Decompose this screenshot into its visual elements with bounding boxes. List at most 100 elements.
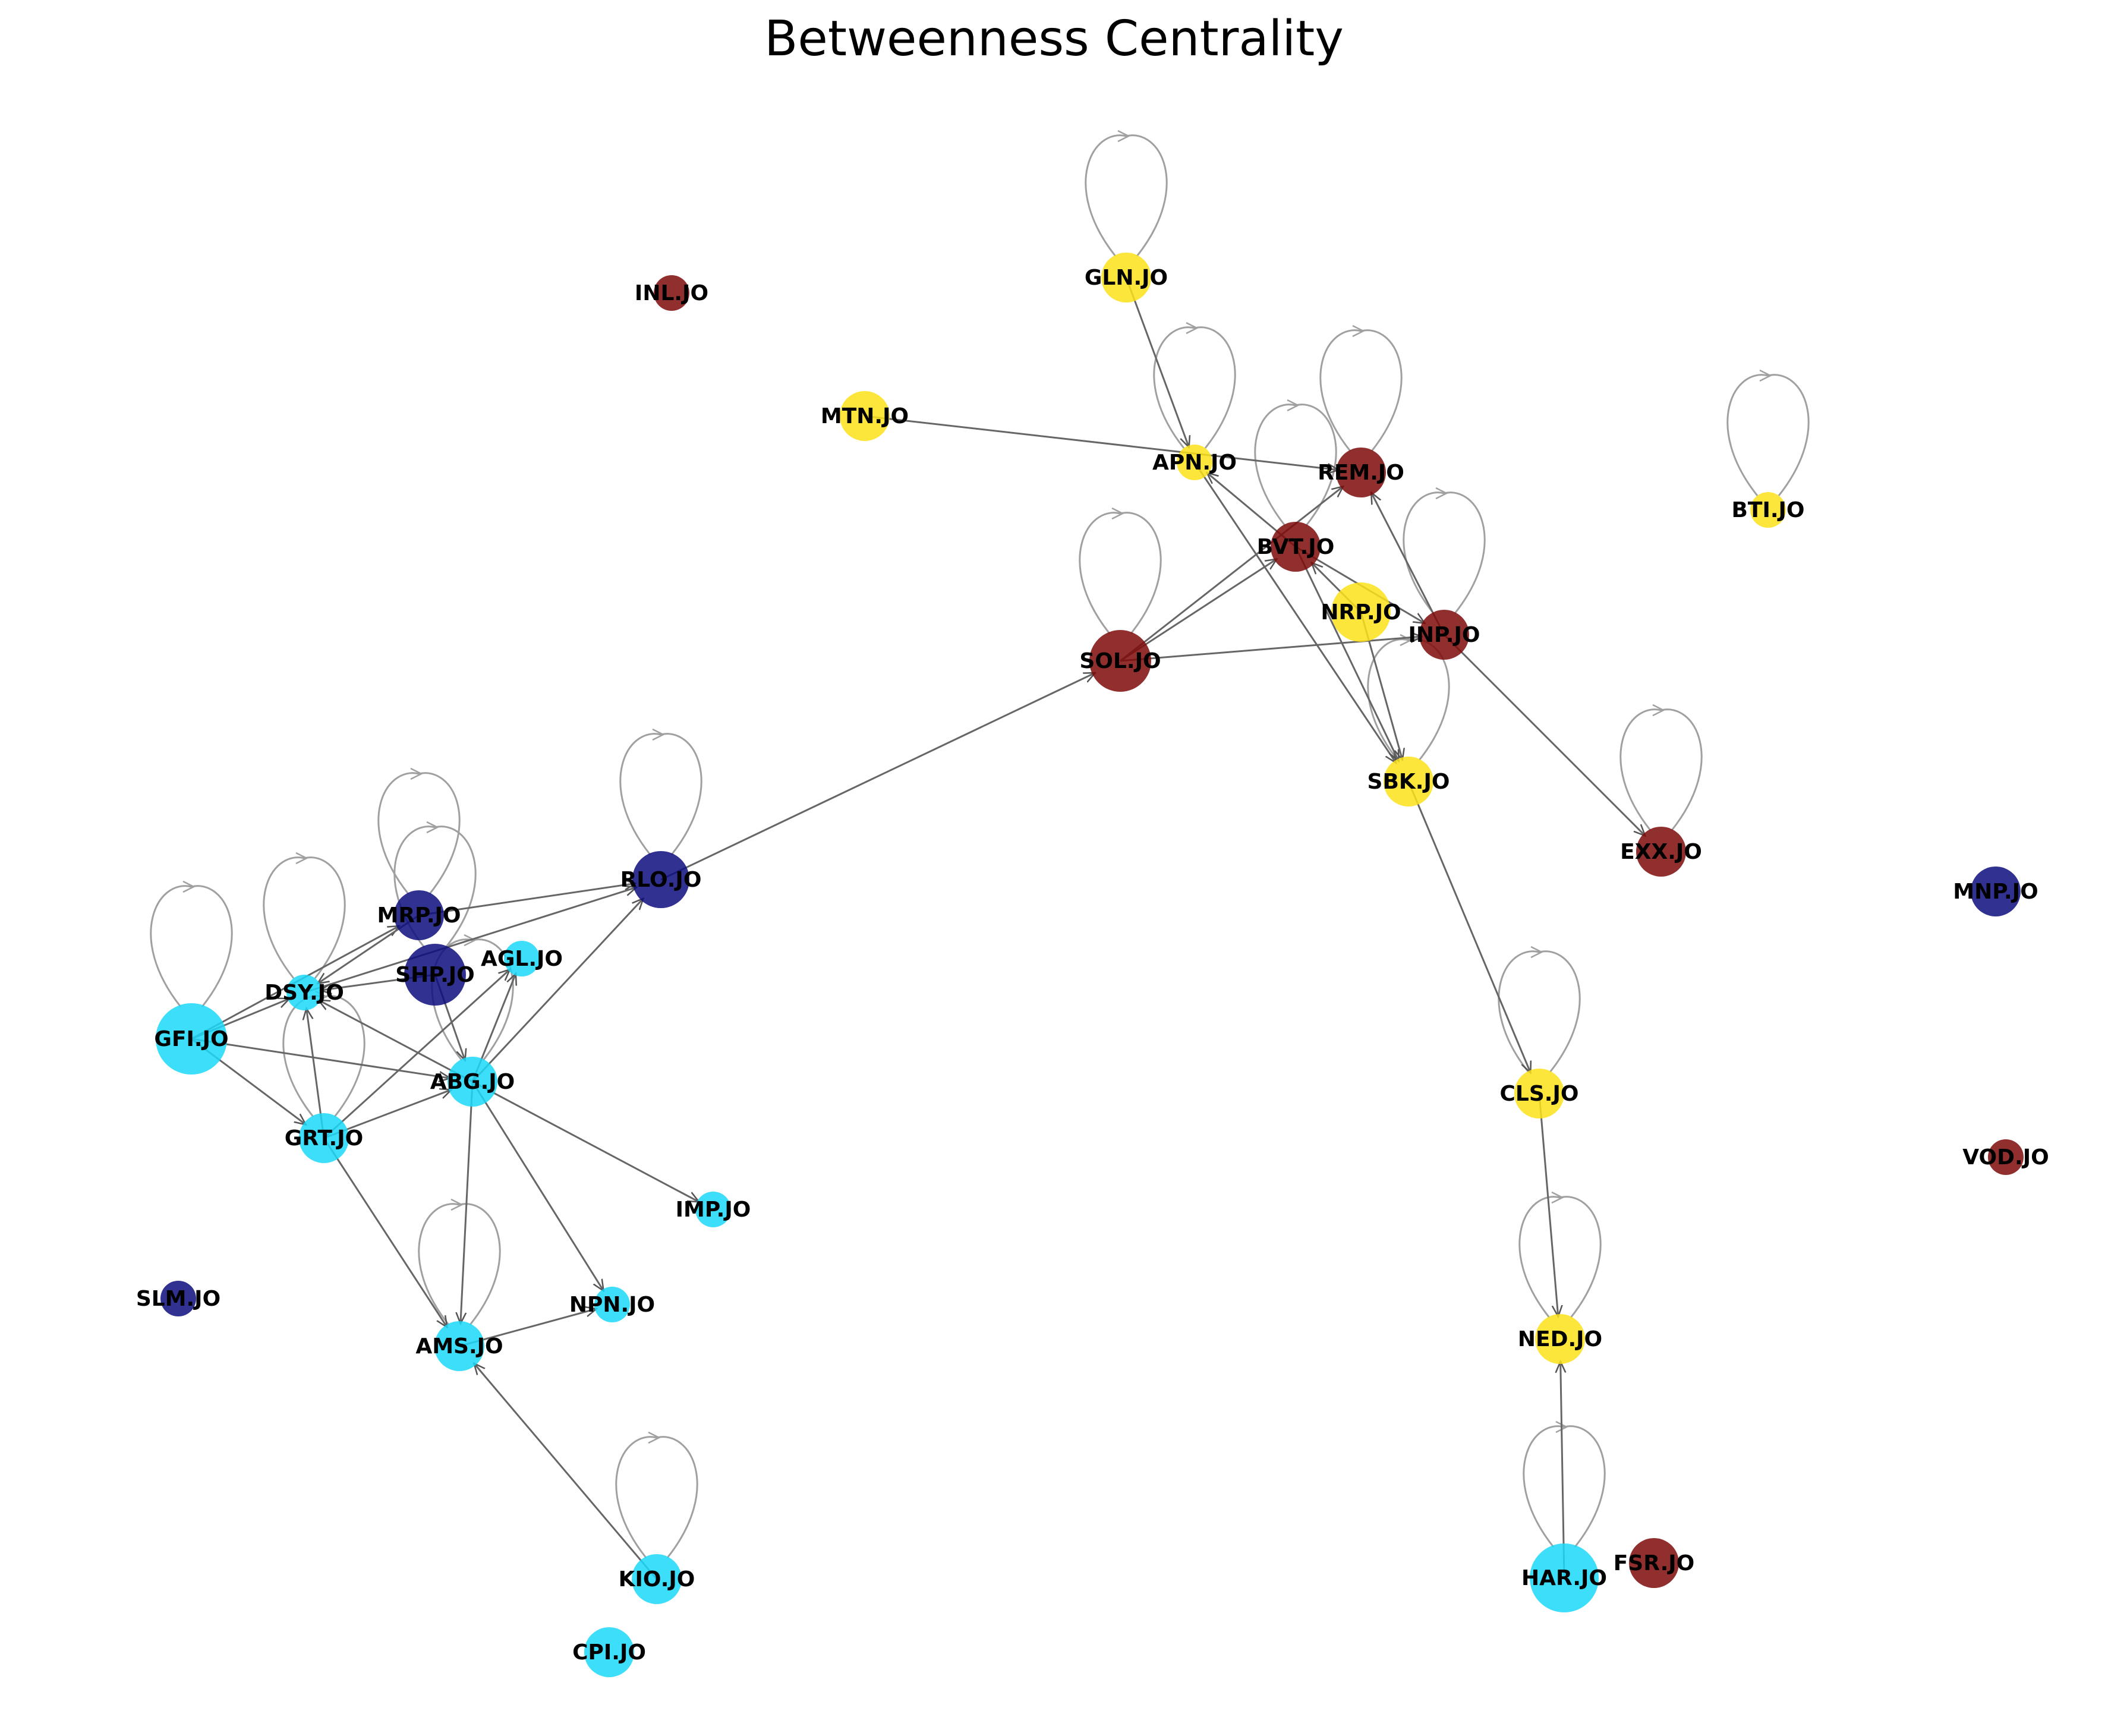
node-label-har-jo: HAR.JO (1521, 1566, 1607, 1590)
self-loop-rlo-jo (619, 733, 702, 855)
edge-abg-jo-to-dsy-jo (319, 1000, 473, 1083)
node-label-nrp-jo: NRP.JO (1321, 600, 1401, 625)
node-rem-jo[interactable] (1336, 448, 1386, 497)
self-loop-arrowhead (648, 1431, 661, 1444)
self-loop-arrowhead (1111, 507, 1124, 520)
self-loop-arrowhead (182, 880, 196, 893)
node-inl-jo[interactable] (654, 275, 689, 311)
self-loop-apn-jo (1153, 326, 1236, 449)
node-abg-jo[interactable] (448, 1057, 497, 1107)
edge-abg-jo-to-imp-jo (472, 1080, 699, 1202)
self-loop-arrowhead (426, 821, 439, 834)
self-loop-kio-jo (615, 1436, 698, 1558)
node-sol-jo[interactable] (1089, 630, 1151, 692)
edge-abg-jo-to-rlo-jo (471, 899, 644, 1083)
self-loop-ams-jo (418, 1203, 501, 1325)
node-slm-jo[interactable] (160, 1281, 196, 1316)
self-loop-dsy-jo (263, 856, 346, 979)
node-label-mrp-jo: MRP.JO (377, 903, 461, 928)
node-label-slm-jo: SLM.JO (136, 1287, 220, 1311)
node-dsy-jo[interactable] (286, 975, 322, 1010)
node-label-exx-jo: EXX.JO (1620, 840, 1702, 864)
node-har-jo[interactable] (1530, 1543, 1599, 1612)
node-label-gln-jo: GLN.JO (1085, 266, 1168, 290)
node-label-agl-jo: AGL.JO (481, 947, 563, 971)
node-fsr-jo[interactable] (1629, 1538, 1679, 1588)
node-label-grt-jo: GRT.JO (285, 1126, 363, 1151)
self-loop-gln-jo (1085, 134, 1168, 257)
node-label-mtn-jo: MTN.JO (821, 404, 909, 429)
self-loop-arrowhead (1435, 487, 1448, 500)
node-label-shp-jo: SHP.JO (395, 963, 475, 987)
node-imp-jo[interactable] (695, 1192, 731, 1227)
edge-mrp-jo-to-rlo-jo (418, 883, 635, 916)
node-ned-jo[interactable] (1535, 1314, 1585, 1364)
node-mnp-jo[interactable] (1971, 867, 2021, 916)
node-gfi-jo[interactable] (156, 1003, 227, 1075)
edge-gln-jo-to-apn-jo (1125, 277, 1189, 448)
edge-sbk-jo-to-cls-jo (1407, 781, 1530, 1073)
node-label-apn-jo: APN.JO (1152, 450, 1237, 475)
node-sbk-jo[interactable] (1384, 757, 1433, 806)
node-label-sbk-jo: SBK.JO (1367, 770, 1450, 794)
edge-rlo-jo-to-sol-jo (660, 672, 1095, 881)
node-grt-jo[interactable] (299, 1113, 349, 1163)
node-label-rlo-jo: RLO.JO (620, 868, 702, 892)
node-label-inp-jo: INP.JO (1409, 623, 1480, 647)
self-loop-sol-jo (1079, 512, 1162, 634)
edge-dsy-jo-to-rlo-jo (304, 887, 637, 994)
edge-sol-jo-to-rem-jo (1120, 486, 1343, 662)
node-label-ned-jo: NED.JO (1518, 1327, 1602, 1351)
node-label-inl-jo: INL.JO (635, 281, 708, 305)
node-shp-jo[interactable] (404, 944, 466, 1006)
edge-har-jo-to-ned-jo (1561, 1362, 1564, 1579)
edge-mtn-jo-to-rem-jo (864, 415, 1338, 470)
node-mtn-jo[interactable] (840, 391, 890, 441)
node-ams-jo[interactable] (434, 1321, 484, 1371)
node-apn-jo[interactable] (1177, 445, 1212, 480)
edge-cls-jo-to-ned-jo (1538, 1093, 1558, 1316)
node-layer (156, 253, 2024, 1677)
node-vod-jo[interactable] (1988, 1139, 2024, 1175)
self-loop-arrowhead (464, 934, 477, 947)
self-loop-inp-jo (1403, 492, 1486, 614)
node-inp-jo[interactable] (1419, 610, 1469, 660)
self-loop-shp-jo (393, 826, 477, 948)
edge-sol-jo-to-bvt-jo (1120, 559, 1277, 662)
self-loop-arrowhead (1551, 1191, 1564, 1204)
edge-gfi-jo-to-abg-jo (191, 1038, 450, 1078)
self-loop-gfi-jo (150, 885, 233, 1007)
node-cls-jo[interactable] (1514, 1069, 1564, 1119)
node-gln-jo[interactable] (1101, 253, 1151, 303)
self-loop-arrowhead (1555, 1420, 1568, 1433)
self-loop-bti-jo (1726, 374, 1810, 496)
node-label-imp-jo: IMP.JO (676, 1198, 751, 1222)
node-kio-jo[interactable] (632, 1554, 682, 1604)
edge-bvt-jo-to-sbk-jo (1294, 546, 1400, 761)
self-loop-arrowhead (1530, 946, 1543, 959)
node-bvt-jo[interactable] (1271, 522, 1321, 572)
node-bti-jo[interactable] (1750, 492, 1786, 528)
node-label-kio-jo: KIO.JO (619, 1567, 695, 1592)
self-loop-layer (150, 130, 1810, 1558)
node-cpi-jo[interactable] (584, 1627, 634, 1677)
node-rlo-jo[interactable] (632, 851, 689, 908)
self-loop-rem-jo (1319, 329, 1403, 452)
self-loop-har-jo (1523, 1425, 1606, 1548)
node-npn-jo[interactable] (594, 1287, 630, 1322)
node-agl-jo[interactable] (504, 941, 540, 976)
node-label-cpi-jo: CPI.JO (572, 1640, 646, 1665)
self-loop-grt-jo (282, 995, 365, 1117)
self-loop-arrowhead (1186, 322, 1199, 335)
edge-abg-jo-to-ams-jo (461, 1081, 474, 1324)
node-label-ams-jo: AMS.JO (415, 1334, 503, 1359)
self-loop-exx-jo (1619, 708, 1703, 831)
edge-kio-jo-to-ams-jo (474, 1363, 658, 1580)
self-loop-arrowhead (1652, 704, 1665, 717)
node-mrp-jo[interactable] (394, 890, 444, 940)
node-nrp-jo[interactable] (1331, 582, 1391, 642)
node-label-fsr-jo: FSR.JO (1614, 1551, 1695, 1576)
edge-inp-jo-to-exx-jo (1443, 634, 1645, 836)
node-label-rem-jo: REM.JO (1318, 461, 1404, 485)
node-exx-jo[interactable] (1636, 827, 1686, 877)
